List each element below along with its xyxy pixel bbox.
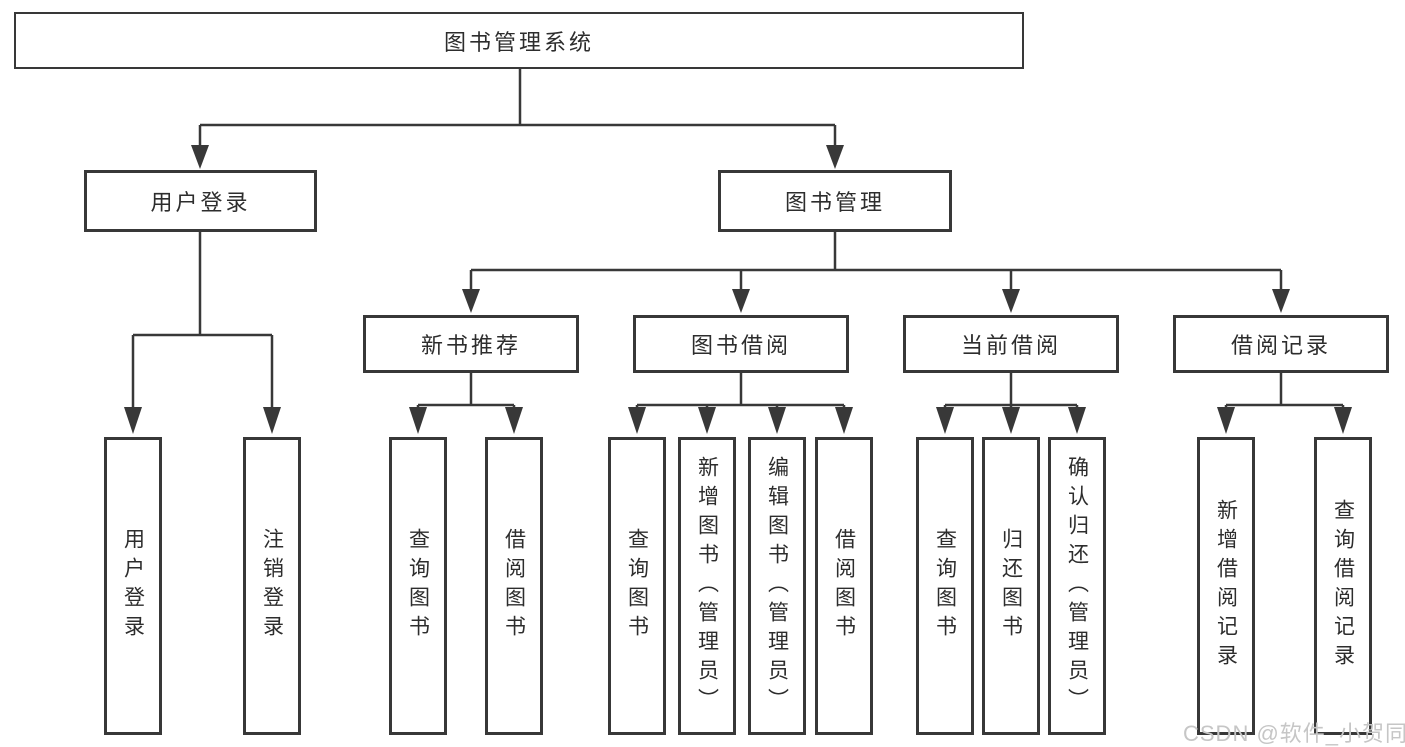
leaf-query-books-recommend: 查询图书 [389,437,447,735]
node-label: 图书管理系统 [443,29,594,55]
node-label: 用户登录 [121,528,145,644]
csdn-watermark: CSDN @软件_小贺同学 [1183,721,1405,746]
leaf-add-book-admin: 新增图书（管理员） [678,437,736,735]
leaf-logout: 注销登录 [243,437,301,735]
node-label: 借阅记录 [1230,333,1331,358]
node-new-book-recommendation: 新书推荐 [363,315,579,373]
node-label: 新增借阅记录 [1214,499,1238,673]
leaf-edit-book-admin: 编辑图书（管理员） [748,437,806,735]
node-current-borrowing: 当前借阅 [903,315,1119,373]
node-label: 查询图书 [933,528,957,644]
node-label: 用户登录 [150,190,251,215]
node-label: 编辑图书（管理员） [765,455,789,717]
node-label: 图书借阅 [690,333,791,358]
leaf-user-login: 用户登录 [104,437,162,735]
node-label: 图书管理 [784,190,885,215]
node-label: 查询图书 [406,528,430,644]
leaf-query-books-borrowing: 查询图书 [608,437,666,735]
leaf-query-borrow-record: 查询借阅记录 [1314,437,1372,735]
node-label: 新书推荐 [420,333,521,358]
node-book-borrowing: 图书借阅 [633,315,849,373]
leaf-confirm-return-admin: 确认归还（管理员） [1048,437,1106,735]
leaf-query-books-current: 查询图书 [916,437,974,735]
leaf-add-borrow-record: 新增借阅记录 [1197,437,1255,735]
node-book-management: 图书管理 [718,170,952,232]
node-label: 借阅图书 [832,528,856,644]
node-label: 借阅图书 [502,528,526,644]
node-label: 当前借阅 [960,333,1061,358]
node-user-login: 用户登录 [84,170,317,232]
leaf-borrow-books-recommend: 借阅图书 [485,437,543,735]
node-label: 确认归还（管理员） [1065,455,1089,717]
node-label: 查询图书 [625,528,649,644]
leaf-return-books: 归还图书 [982,437,1040,735]
node-label: 新增图书（管理员） [695,455,719,717]
node-borrowing-records: 借阅记录 [1173,315,1389,373]
node-label: 注销登录 [260,528,284,644]
leaf-borrow-books: 借阅图书 [815,437,873,735]
node-library-management-system: 图书管理系统 [14,12,1024,69]
node-label: 归还图书 [999,528,1023,644]
node-label: 查询借阅记录 [1331,499,1355,673]
